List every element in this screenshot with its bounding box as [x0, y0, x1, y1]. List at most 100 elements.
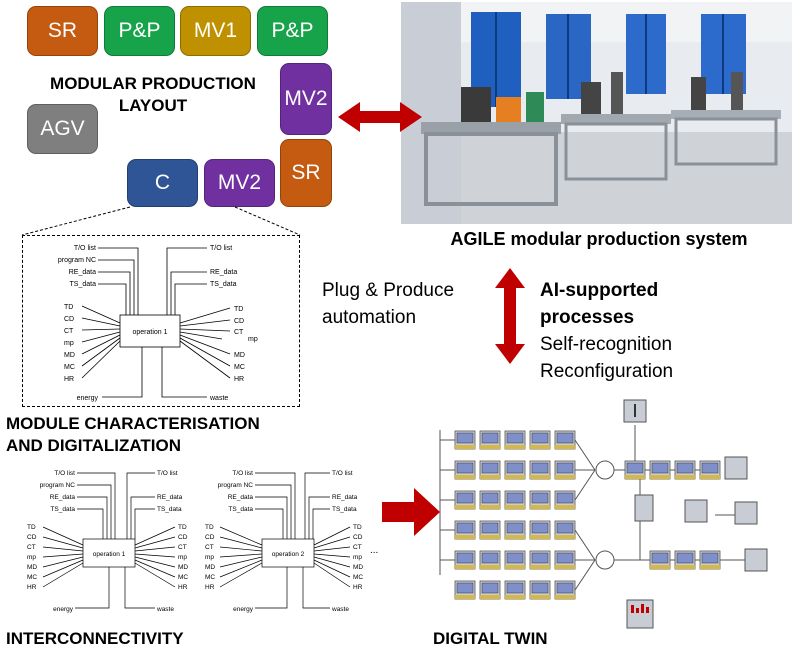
- ic-op1-out-ct: CT: [178, 544, 187, 551]
- op1-out-to-list: T/O list: [210, 245, 232, 252]
- op1-in-ts-data: TS_data: [70, 281, 97, 288]
- operation-1-diagram: T/O list program NC RE_data TS_data T/O …: [58, 245, 258, 402]
- ai-processes-text: AI-supported processes Self-recognition …: [540, 277, 673, 385]
- twin-statistics-icon: [626, 599, 654, 629]
- agile-system-caption: AGILE modular production system: [450, 229, 748, 249]
- op1-in-mp: mp: [64, 340, 74, 347]
- ic-op1-in-mc: MC: [27, 574, 37, 581]
- double-arrow-horizontal: [338, 102, 422, 132]
- plug-produce-text: Plug & Produce automation: [322, 277, 454, 331]
- twin-row-1: [454, 430, 576, 450]
- plug-produce-line2: automation: [322, 307, 417, 328]
- ic-op1-in-hr: HR: [27, 584, 37, 591]
- operation-characterisation-box: [22, 235, 300, 407]
- ic-op1-out-cd: CD: [178, 534, 188, 541]
- op1-in-to-list: T/O list: [74, 245, 96, 252]
- op1-in-re-data: RE_data: [69, 269, 96, 276]
- ic-op1-energy: energy: [53, 606, 74, 613]
- ic-op1-out-md: MD: [178, 564, 188, 571]
- op1-out-ct: CT: [234, 329, 244, 336]
- ic-op2-in-ts-data: TS_data: [228, 506, 253, 513]
- ic-op2-out-td: TD: [353, 524, 362, 531]
- ic-op2-energy: energy: [233, 606, 254, 613]
- twin-storage-icon: [684, 499, 708, 523]
- ic-op2-in-re-data: RE_data: [228, 494, 254, 501]
- op1-out-ts-data: TS_data: [210, 281, 237, 288]
- ic-op2-in-ct: CT: [205, 544, 214, 551]
- ic-ellipsis: ...: [370, 545, 378, 556]
- ai-line1: AI-supported: [540, 280, 659, 301]
- ic-op2-out-ts-data: TS_data: [332, 506, 357, 513]
- ic-op1-out-ts-data: TS_data: [157, 506, 182, 513]
- ic-op1-in-program-nc: program NC: [40, 482, 76, 489]
- twin-exit-1-icon: [724, 456, 748, 480]
- ic-op2-in-to-list: T/O list: [232, 470, 253, 477]
- characterisation-line2: AND DIGITALIZATION: [6, 436, 182, 455]
- ic-op2-in-mc: MC: [205, 574, 215, 581]
- twin-row-4: [454, 520, 576, 540]
- ic-op1-in-mp: mp: [27, 554, 36, 561]
- ai-line4: Reconfiguration: [540, 361, 674, 382]
- op1-waste: waste: [209, 395, 228, 402]
- interconnectivity-heading: INTERCONNECTIVITY: [6, 629, 184, 648]
- op1-in-hr: HR: [64, 376, 74, 383]
- ic-op1-in-md: MD: [27, 564, 37, 571]
- modular-layout-heading: MODULAR PRODUCTION LAYOUT: [28, 73, 278, 117]
- twin-row-5: [454, 550, 576, 570]
- module-pp-2: P&P: [257, 6, 328, 56]
- ic-op1-in-re-data: RE_data: [50, 494, 76, 501]
- interconnectivity-diagram: T/O list program NC RE_data TS_data T/O …: [27, 470, 378, 613]
- ic-op2-out-re-data: RE_data: [332, 494, 358, 501]
- ic-op1-in-ct: CT: [27, 544, 36, 551]
- double-arrow-vertical: [495, 268, 525, 364]
- op1-out-md: MD: [234, 352, 245, 359]
- module-agv: AGV: [27, 104, 98, 154]
- op1-in-mc: MC: [64, 364, 75, 371]
- module-mv2-right: MV2: [280, 63, 332, 135]
- ic-op1-out-mc: MC: [178, 574, 188, 581]
- module-mv1: MV1: [180, 6, 251, 56]
- ic-op2-out-mp: mp: [353, 554, 362, 561]
- twin-buffer-icon: [634, 494, 654, 522]
- ic-op2-out-ct: CT: [353, 544, 362, 551]
- ic-op2-in-md: MD: [205, 564, 215, 571]
- twin-row-6: [454, 580, 576, 600]
- digital-twin-diagram: [439, 399, 768, 629]
- ic-op2-in-hr: HR: [205, 584, 215, 591]
- twin-robot-icon: [734, 501, 758, 525]
- module-mv2-bottom: MV2: [204, 159, 275, 207]
- op1-in-md: MD: [64, 352, 75, 359]
- digital-twin-heading: DIGITAL TWIN: [433, 629, 548, 648]
- ic-op2-out-md: MD: [353, 564, 363, 571]
- ic-op2-in-program-nc: program NC: [218, 482, 254, 489]
- arrow-right-digital-twin: [382, 488, 440, 536]
- op1-energy: energy: [77, 395, 99, 402]
- ai-line3: Self-recognition: [540, 334, 673, 355]
- op1-out-mp: mp: [248, 336, 258, 343]
- ic-op1-label: operation 1: [93, 551, 126, 558]
- ic-op1-out-hr: HR: [178, 584, 188, 591]
- ic-op2-label: operation 2: [272, 551, 305, 558]
- op1-label: operation 1: [132, 329, 167, 336]
- module-sr-bottom: SR: [280, 139, 332, 207]
- op1-in-cd: CD: [64, 316, 74, 323]
- twin-row-2: [454, 460, 576, 480]
- ic-op2-out-cd: CD: [353, 534, 363, 541]
- ic-op2-out-mc: MC: [353, 574, 363, 581]
- ic-op2-in-cd: CD: [205, 534, 215, 541]
- ic-op1-in-cd: CD: [27, 534, 37, 541]
- module-c: C: [127, 159, 198, 207]
- op1-in-program-nc: program NC: [58, 257, 96, 264]
- op1-in-td: TD: [64, 304, 73, 311]
- twin-mixer-1: [595, 460, 615, 480]
- ic-op1-out-mp: mp: [178, 554, 187, 561]
- op1-out-hr: HR: [234, 376, 244, 383]
- lab-photo-illustration: [401, 2, 792, 224]
- op1-out-re-data: RE_data: [210, 269, 237, 276]
- twin-mixer-2: [595, 550, 615, 570]
- ic-op2-waste: waste: [331, 606, 349, 613]
- modular-layout-heading-line2: LAYOUT: [118, 96, 188, 115]
- op1-in-ct: CT: [64, 328, 74, 335]
- twin-row-3: [454, 490, 576, 510]
